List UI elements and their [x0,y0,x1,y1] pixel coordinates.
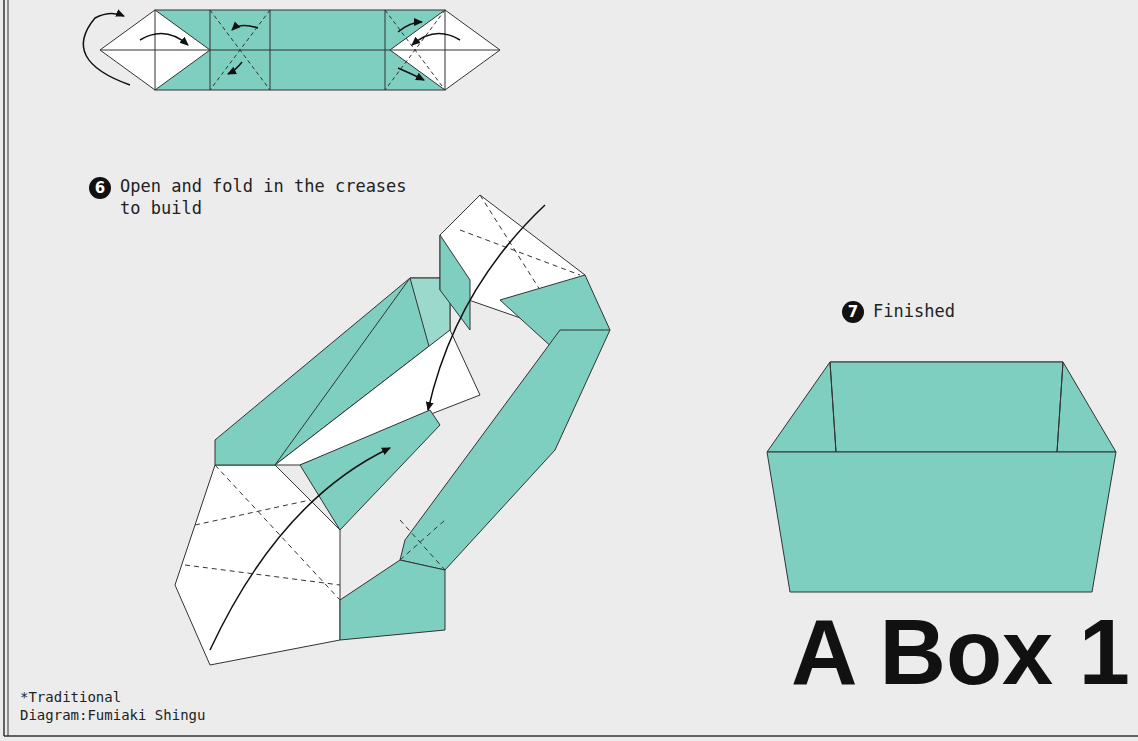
callout-number: 7 [842,301,864,323]
step-instruction: Finished [873,300,955,322]
folding-box [175,195,610,665]
callout-number: 6 [89,177,111,199]
credit-note: *Traditional [20,689,121,705]
finished-box [767,362,1116,592]
step-instruction: Open and fold in the creases to build [120,175,420,219]
flat-strip [83,10,500,90]
credit-note: Diagram:Fumiaki Shingu [20,707,205,723]
diagram-title: A Box 1 [791,606,1130,698]
